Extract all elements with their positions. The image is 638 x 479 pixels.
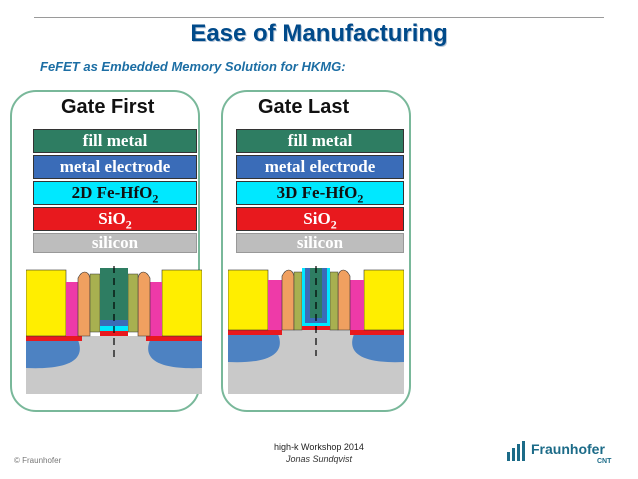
gate-last-title: Gate Last [258, 96, 350, 118]
copyright-text: © Fraunhofer [14, 456, 62, 465]
right-dielectric [363, 269, 404, 331]
author-name: Jonas Sundqvist [285, 454, 353, 464]
right-spacer [137, 271, 151, 337]
footer-center: high-k Workshop 2014 Jonas Sundqvist [0, 441, 638, 465]
gate-first-hfo2-sub: 2 [152, 191, 159, 206]
left-liner [293, 271, 303, 331]
event-name: high-k Workshop 2014 [274, 442, 364, 452]
right-spacer-outer [350, 280, 364, 330]
metal-electrode-gate [100, 320, 128, 326]
drain-contact [146, 336, 202, 341]
slide-subtitle: FeFET as Embedded Memory Solution for HK… [40, 59, 346, 74]
source-contact [228, 330, 282, 335]
left-liner [89, 273, 101, 333]
gate-first-silicon-layer: silicon [33, 233, 197, 253]
gate-last-silicon-layer: silicon [236, 233, 404, 253]
gate-first-hfo2-layer: 2D Fe-HfO2 [33, 181, 197, 205]
sio2-gate [100, 331, 128, 336]
left-dielectric [26, 269, 67, 337]
logo-text: Fraunhofer [531, 441, 605, 457]
right-spacer-outer [150, 282, 162, 336]
left-spacer-outer [268, 280, 282, 330]
right-liner [329, 271, 339, 331]
gate-last-hfo2-layer: 3D Fe-HfO2 [236, 181, 404, 205]
drain-region [352, 330, 404, 363]
gate-last-device-cross-section [228, 266, 404, 394]
right-liner [127, 273, 139, 333]
left-spacer-outer [66, 282, 78, 336]
gate-last-fill-metal-layer: fill metal [236, 129, 404, 153]
gate-last-sio2-layer: SiO2 [236, 207, 404, 231]
gate-first-hfo2-text: 2D Fe-HfO [71, 183, 153, 202]
header-rule [34, 17, 604, 18]
gate-last-hfo2-sub: 2 [357, 191, 364, 206]
gate-last-metal-electrode-layer: metal electrode [236, 155, 404, 179]
gate-last-sio2-text: SiO [303, 209, 331, 228]
right-spacer [337, 269, 351, 331]
gate-last-hfo2-text: 3D Fe-HfO [276, 183, 358, 202]
source-region [228, 330, 280, 363]
gate-first-sio2-text: SiO [98, 209, 126, 228]
gate-last-sio2-sub: 2 [330, 217, 337, 232]
left-dielectric [228, 269, 269, 331]
right-dielectric [161, 269, 202, 337]
fraunhofer-logo-icon [507, 441, 525, 461]
gate-first-sio2-sub: 2 [125, 217, 132, 232]
gate-first-device-cross-section [26, 266, 202, 394]
gate-first-sio2-layer: SiO2 [33, 207, 197, 231]
source-region [26, 336, 80, 369]
drain-region [148, 336, 202, 369]
gate-first-fill-metal-layer: fill metal [33, 129, 197, 153]
gate-first-metal-electrode-layer: metal electrode [33, 155, 197, 179]
drain-contact [350, 330, 404, 335]
slide-title: Ease of Manufacturing [190, 20, 448, 47]
left-spacer [77, 271, 91, 337]
source-contact [26, 336, 82, 341]
left-spacer [281, 269, 295, 331]
gate-first-title: Gate First [61, 96, 155, 118]
logo-subtext: CNT [597, 458, 612, 465]
